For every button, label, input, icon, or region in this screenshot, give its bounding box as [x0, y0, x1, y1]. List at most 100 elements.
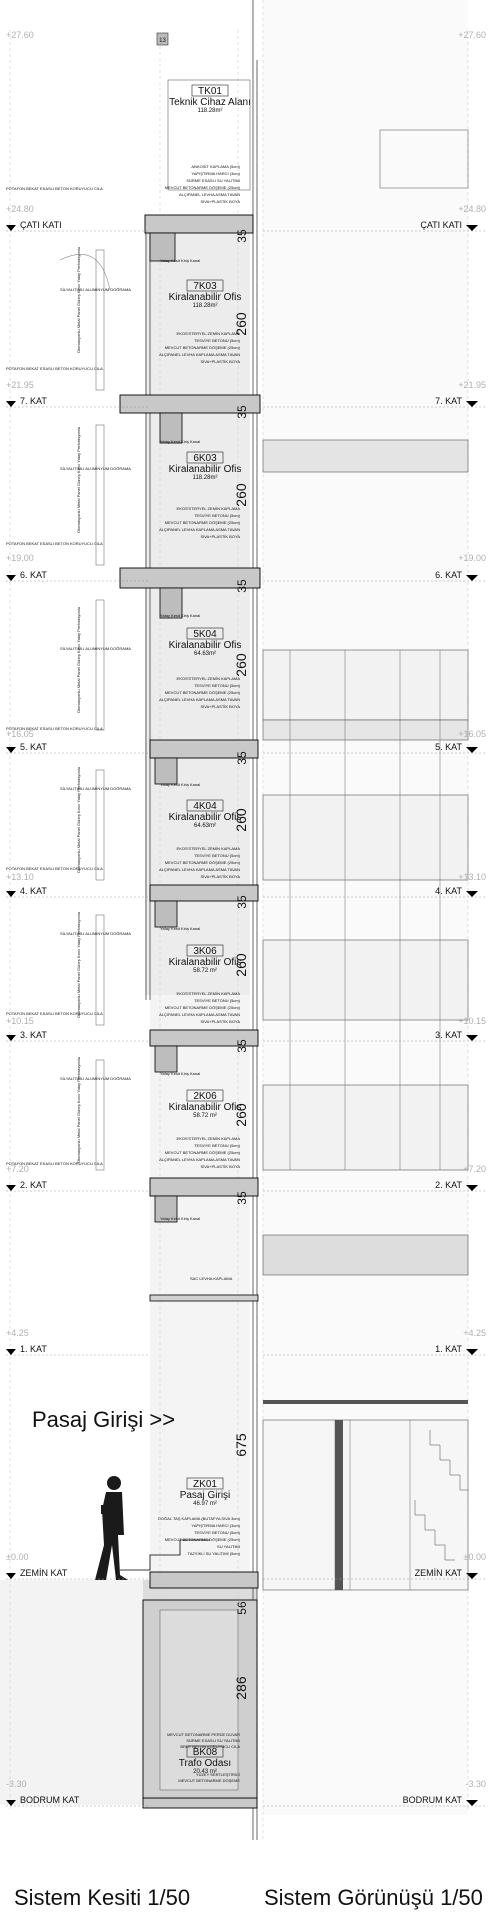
wall-lines [145, 0, 258, 1840]
floor-layer-4-2: MEVCUT BETONARME DÖŞEME (25cm) [165, 1005, 241, 1010]
floor-layer-1-1: TESVİYE BETONU (5cm) [194, 513, 241, 518]
elevation-stair [414, 1430, 468, 1561]
elevation-left-1: +24.80 [6, 204, 34, 214]
panel-facade-note-4: Otomasyonlu Metal Panel Güneş Kırıcı Yat… [76, 912, 81, 1018]
level-marker-icon [6, 575, 16, 581]
level-label-right-k2: 2. KAT [435, 1180, 462, 1190]
level-marker-icon [466, 401, 478, 407]
ground-layer-3: MEVCUT BETONARME DÖŞEME (25cm) [165, 1537, 241, 1542]
slab-dim-6: 35 [235, 1191, 249, 1205]
elevation-labels-left: +27.60+24.80+21.95+19.00+16.05+13.10+10.… [6, 30, 34, 1789]
beam-details [149, 232, 183, 1223]
room-name: Kiralanabilir Ofis [169, 292, 242, 303]
aluminium-frame-note-2: SİLYALITIMLI ALUMİNYUM DOĞRAMA [60, 646, 131, 651]
basement-layer-0: MEVCUT BETONARME PERDE DUVAR [167, 1732, 240, 1737]
floor-layer-2-1: TESVİYE BETONU (5cm) [194, 683, 241, 688]
aluminium-frame-note-0: SİLYALITIMLI ALUMİNYUM DOĞRAMA [60, 287, 131, 292]
slab-k5 [149, 739, 259, 759]
elevation-title: Sistem Görünüşü 1/50 [264, 1885, 483, 1910]
height-dim-4: 260 [233, 953, 249, 977]
floor-layer-5-1: TESVİYE BETONU (5cm) [194, 1143, 241, 1148]
level-marker-icon [466, 891, 478, 897]
height-dim-2: 260 [233, 653, 249, 677]
panel-facade-note-5: Otomasyonlu Metal Panel Güneş Kırıcı Yat… [76, 1057, 81, 1163]
height-dim-1: 260 [233, 483, 249, 507]
entrance-steps [120, 1539, 210, 1571]
elevation-right-3: +19.00 [458, 553, 486, 563]
concrete-polish-note-3: POTAFON BEKAT ESASLI BETON KORUYUCU CILA [6, 726, 103, 731]
room-area: 64.63m² [194, 651, 216, 657]
roof-layer-1: YAPIŞTIRMA HARCI (3cm) [191, 171, 240, 176]
level-label-left-k2: 2. KAT [20, 1180, 47, 1190]
floor-layer-3-2: MEVCUT BETONARME DÖŞEME (25cm) [165, 860, 241, 865]
axis-tag-label: 13 [159, 38, 166, 44]
floor-layer-4-0: EKOS'STERYEL ZEMİN KAPLAMA [177, 991, 241, 996]
room-area: 58.72 m² [193, 1113, 217, 1119]
floor-layer-3-4: SİVA+PLASTİK BOYA [200, 874, 240, 879]
floor-slabs [119, 214, 261, 1809]
elevation-left-3: +19.00 [6, 553, 34, 563]
room-id: TK01 [198, 86, 222, 97]
slab-k2 [149, 1177, 259, 1197]
level-marker-icon [466, 1800, 478, 1806]
level-label-right-k6: 6. KAT [435, 570, 462, 580]
roof-layer-0: ANKOSİT KAPLAMA (5cm) [191, 164, 240, 169]
level-marker-icon [466, 1349, 478, 1355]
floor-layer-1-2: MEVCUT BETONARME DÖŞEME (25cm) [165, 520, 241, 525]
concrete-polish-note-0: POTAFON BEKAT ESASLI BETON KORUYUCU CILA [6, 186, 103, 191]
floor-layer-0-4: SİVA+PLASTİK BOYA [200, 359, 240, 364]
slab-k3 [149, 1029, 259, 1047]
floor-layer-1-3: ALÇIPANEL LEVHA KAPLAMA ASMA TAVAN [159, 527, 240, 532]
level-marker-icon [6, 1800, 16, 1806]
slab-dim-5: 35 [235, 1039, 249, 1053]
elevation-left-5: +13.10 [6, 872, 34, 882]
elevation-left-4: +16.05 [6, 729, 34, 739]
room-id: 2K06 [193, 1091, 217, 1102]
elevation-left-8: +4.25 [6, 1328, 29, 1338]
room-id: 5K04 [193, 629, 217, 640]
axis-tag: 13 [156, 32, 169, 46]
slab-dim-0: 35 [235, 229, 249, 243]
panel-facade-note-0: Otomasyonlu Metal Panel Güneş Kırıcı Yat… [76, 247, 81, 353]
slab-dim-3: 35 [235, 751, 249, 765]
slab-cati [144, 214, 254, 234]
suspended-channel-note-3: Yatay Kesit Kiriş Kanal [160, 782, 200, 787]
level-label-left-bodrum: BODRUM KAT [20, 1795, 80, 1805]
level-label-right-k4: 4. KAT [435, 886, 462, 896]
level-marker-icon [6, 1573, 16, 1579]
room-area: 64.63m² [194, 823, 216, 829]
elevation-right-6: +10.15 [458, 1016, 486, 1026]
floor-layer-0-0: EKOS'STERYEL ZEMİN KAPLAMA [177, 331, 241, 336]
level-marker-icon [6, 1035, 16, 1041]
slab-dim-1: 35 [235, 405, 249, 419]
concrete-polish-note-4: POTAFON BEKAT ESASLI BETON KORUYUCU CILA [6, 866, 103, 871]
basement-floor-layer-0: YÜZEY SERTLEŞTİRİCİ [196, 1772, 240, 1777]
room-id: BK08 [193, 1747, 218, 1758]
room-id: ZK01 [193, 1479, 217, 1490]
concrete-polish-note-5: POTAFON BEKAT ESASLI BETON KORUYUCU CILA [6, 1011, 103, 1016]
elevation-right-9: ±0.00 [464, 1552, 486, 1562]
elevation-left-10: -3.30 [6, 1779, 27, 1789]
basement-slab-dim: 56 [235, 1601, 249, 1615]
level-marker-icon [6, 1185, 16, 1191]
person-icon [95, 1476, 128, 1580]
roof-layer-4: ALÇIPANEL LEVHA ASMA TAVAN [179, 192, 240, 197]
floor-layer-2-2: MEVCUT BETONARME DÖŞEME (25cm) [165, 690, 241, 695]
level-label-right-k5: 5. KAT [435, 742, 462, 752]
suspended-channel-note-4: Yatay Kesit Kiriş Kanal [160, 926, 200, 931]
room-name: Teknik Cihaz Alanı [169, 97, 251, 108]
room-area: 20.43 m² [193, 1769, 217, 1775]
ground-layer-2: TESVİYE BETONU (5cm) [194, 1530, 241, 1535]
section-title: Sistem Kesiti 1/50 [14, 1885, 190, 1910]
height-dim-5: 260 [233, 1103, 249, 1127]
elevation-left-2: +21.95 [6, 380, 34, 390]
level-marker-icon [466, 1035, 478, 1041]
elevation-left-7: +7.20 [6, 1164, 29, 1174]
